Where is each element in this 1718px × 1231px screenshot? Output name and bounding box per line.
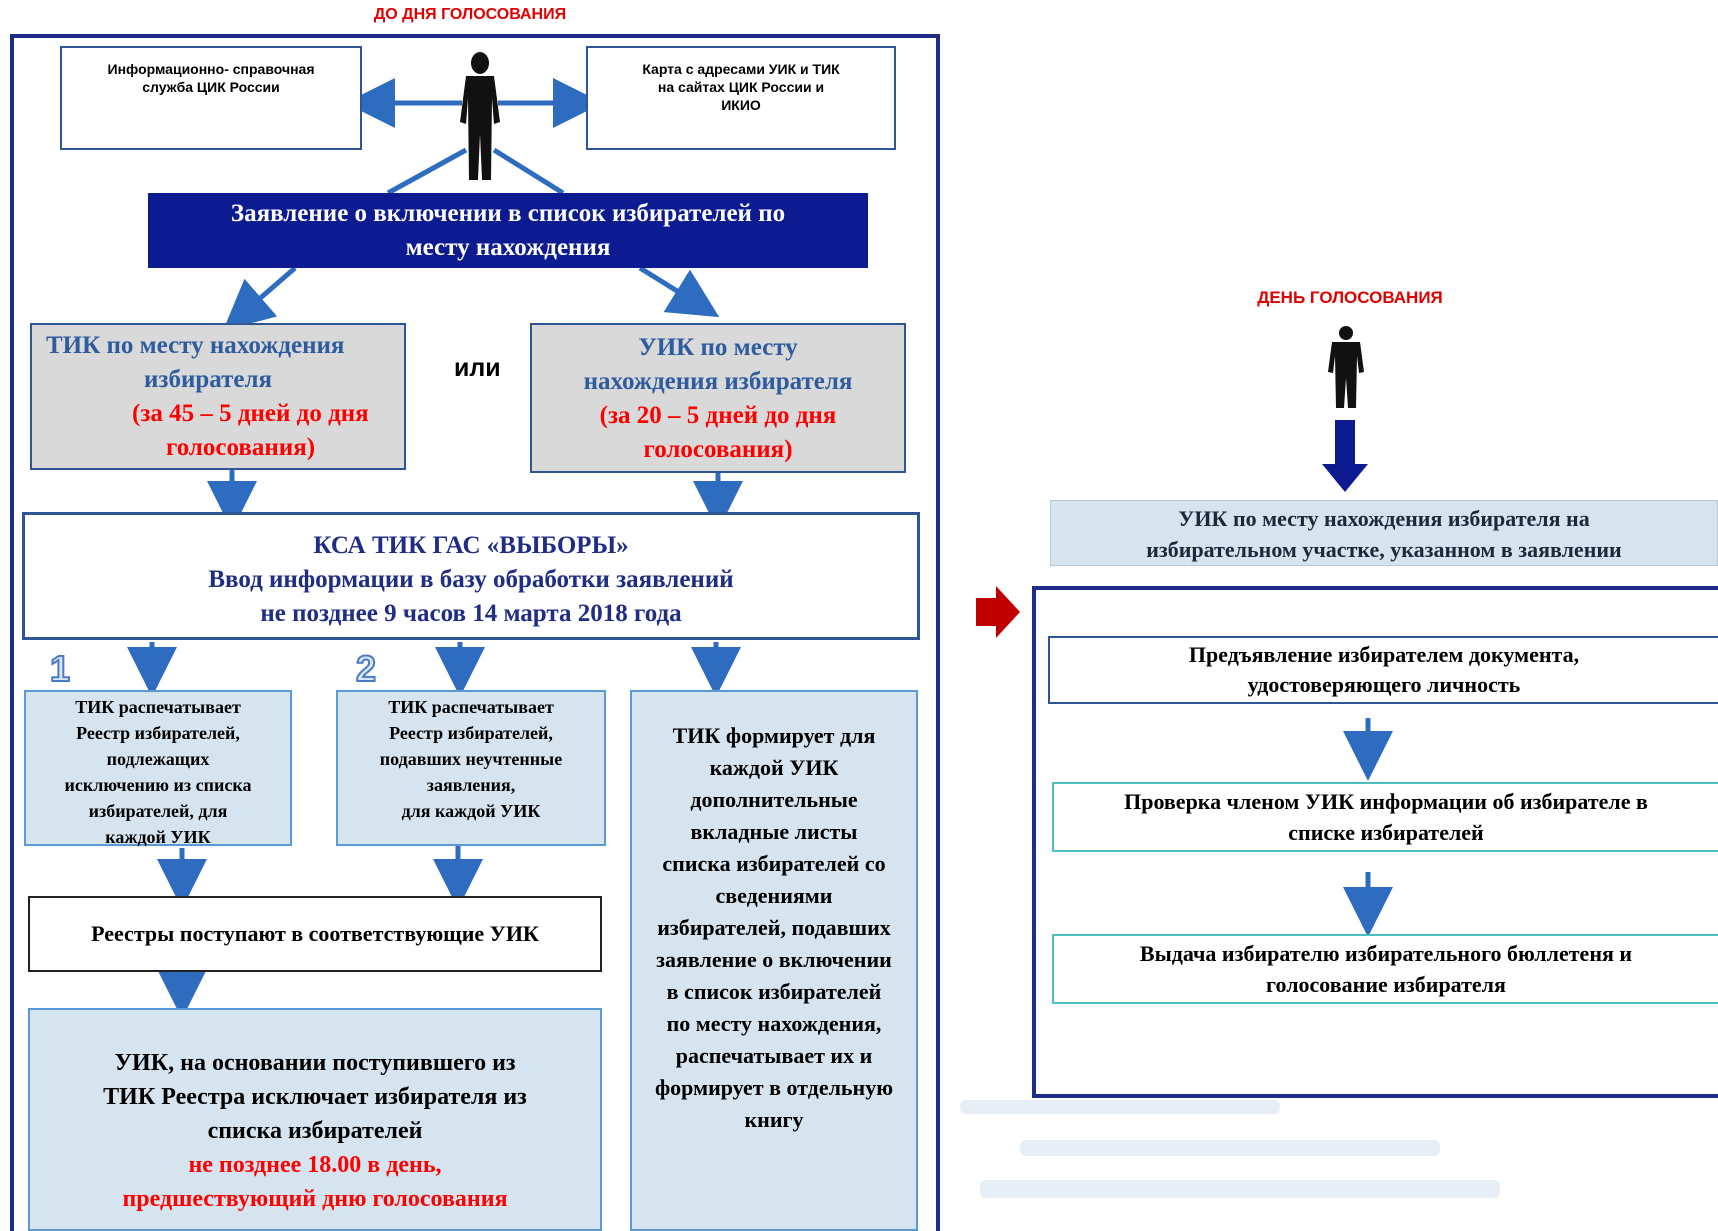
box3-line: в список избирателей — [666, 979, 882, 1004]
final-box-deadline: не позднее 18.00 в день, — [188, 1152, 442, 1178]
uik-box-deadline: (за 20 – 5 дней до дня — [599, 402, 837, 429]
ksa-box-line: Ввод информации в базу обработки заявлен… — [208, 566, 734, 593]
tik-box-deadline: (за 45 – 5 дней до дня — [132, 400, 369, 427]
step1-line: Предъявление избирателем документа, — [1188, 642, 1580, 667]
box2-line: подавших неучтенные — [379, 749, 563, 769]
box3-line: дополнительные — [690, 787, 858, 812]
tik-print-unaccounted-box: ТИК распечатывает Реестр избирателей, по… — [336, 690, 606, 846]
uik-station-line: избирательном участке, указанном в заявл… — [1146, 537, 1622, 562]
final-box-line: ТИК Реестра исключает избирателя из — [103, 1084, 527, 1110]
arrow-down-icon — [1322, 420, 1368, 492]
uik-box-line: УИК по месту — [638, 334, 798, 361]
background-decoration — [1020, 1140, 1440, 1156]
ksa-box: КСА ТИК ГАС «ВЫБОРЫ» Ввод информации в б… — [22, 512, 920, 640]
info-service-line: служба ЦИК России — [142, 79, 280, 95]
before-voting-frame — [10, 34, 940, 1231]
or-label: или — [454, 354, 501, 382]
final-box-line: УИК, на основании поступившего из — [114, 1050, 516, 1076]
right-connectors — [1343, 718, 1393, 937]
box3-line: заявление о включении — [656, 947, 892, 972]
tik-box-line: избирателя — [144, 366, 273, 393]
step-number-2: 2 — [355, 647, 377, 690]
box2-line: ТИК распечатывает — [388, 697, 554, 717]
background-decoration — [980, 1180, 1500, 1198]
box3-line: сведениями — [715, 883, 833, 908]
info-service-box: Информационно- справочная служба ЦИК Рос… — [60, 46, 362, 150]
step3-line: голосование избирателя — [1266, 972, 1506, 997]
step2-line: списке избирателей — [1288, 820, 1484, 845]
box1-line: подлежащих — [106, 749, 210, 769]
box3-line: списка избирателей со — [662, 851, 886, 876]
box3-line: вкладные листы — [690, 819, 858, 844]
box3-line: каждой УИК — [709, 755, 839, 780]
ksa-box-line: КСА ТИК ГАС «ВЫБОРЫ» — [313, 532, 629, 559]
connector-line — [386, 147, 468, 196]
box3-line: книгу — [744, 1107, 804, 1132]
uik-station-line: УИК по месту нахождения избирателя на — [1178, 506, 1590, 531]
box2-line: для каждой УИК — [401, 801, 541, 821]
person-icon — [460, 52, 500, 180]
uik-box-line: нахождения избирателя — [583, 368, 853, 395]
box3-line: распечатывает их и — [675, 1043, 873, 1068]
box1-line: ТИК распечатывает — [75, 697, 241, 717]
box3-line: избирателей, подавших — [657, 915, 891, 940]
connector-arrow — [223, 266, 297, 331]
connector-line — [492, 147, 565, 196]
left-connectors — [127, 78, 743, 1019]
final-box-line: списка избирателей — [207, 1118, 423, 1144]
box1-line: избирателей, для — [88, 801, 228, 821]
step2-line: Проверка членом УИК информации об избира… — [1124, 789, 1648, 814]
application-box: Заявление о включении в список избирател… — [148, 193, 868, 268]
application-line: месту нахождения — [405, 234, 611, 261]
registries-box: Реестры поступают в соответствующие УИК — [28, 896, 602, 972]
tik-box: ТИК по месту нахождения избирателя (за 4… — [30, 323, 406, 470]
map-box-line: ИКИО — [721, 97, 761, 113]
uik-station-box: УИК по месту нахождения избирателя на из… — [1050, 500, 1718, 566]
box3-line: формирует в отдельную — [654, 1075, 894, 1100]
box3-line: ТИК формирует для — [672, 723, 876, 748]
box1-line: Реестр избирателей, — [76, 723, 240, 743]
box3-line: по месту нахождения, — [666, 1011, 882, 1036]
map-box-line: Карта с адресами УИК и ТИК — [642, 61, 840, 77]
connector-arrow — [638, 265, 720, 318]
step1-line: удостоверяющего личность — [1247, 672, 1521, 697]
tik-print-exclusion-box: ТИК распечатывает Реестр избирателей, по… — [24, 690, 292, 847]
step3-line: Выдача избирателю избирательного бюллете… — [1139, 941, 1633, 966]
final-box-deadline: предшествующий дню голосования — [122, 1186, 508, 1212]
tik-box-deadline: голосования) — [166, 434, 316, 461]
box2-line: заявления, — [426, 775, 516, 795]
ksa-box-line: не позднее 9 часов 14 марта 2018 года — [260, 600, 682, 627]
box2-line: Реестр избирателей, — [389, 723, 553, 743]
tik-box-line: ТИК по месту нахождения — [46, 332, 345, 359]
step-number-1: 1 — [49, 647, 71, 690]
box1-line: каждой УИК — [105, 827, 211, 847]
map-box: Карта с адресами УИК и ТИК на сайтах ЦИК… — [586, 46, 896, 150]
box1-line: исключению из списка — [64, 775, 252, 795]
map-box-line: на сайтах ЦИК России и — [657, 79, 825, 95]
voting-day-frame — [1032, 586, 1718, 1098]
tik-forms-sheets-box: ТИК формирует для каждой УИК дополнитель… — [630, 690, 918, 1231]
red-arrow-right-icon — [976, 586, 1020, 638]
uik-exclusion-box: УИК, на основании поступившего из ТИК Ре… — [28, 1008, 602, 1231]
info-service-line: Информационно- справочная — [107, 61, 315, 77]
step-check-voter-box: Проверка членом УИК информации об избира… — [1052, 782, 1718, 852]
step-id-document-box: Предъявление избирателем документа, удос… — [1048, 636, 1718, 704]
application-line: Заявление о включении в список избирател… — [230, 200, 786, 227]
person-icon — [1328, 326, 1364, 408]
step-ballot-box: Выдача избирателю избирательного бюллете… — [1052, 934, 1718, 1004]
background-decoration — [960, 1100, 1280, 1114]
voting-day-header: ДЕНЬ ГОЛОСОВАНИЯ — [1257, 288, 1443, 307]
before-voting-header: ДО ДНЯ ГОЛОСОВАНИЯ — [373, 6, 567, 23]
uik-box-deadline: голосования) — [643, 436, 793, 463]
uik-box: УИК по месту нахождения избирателя (за 2… — [530, 323, 906, 473]
